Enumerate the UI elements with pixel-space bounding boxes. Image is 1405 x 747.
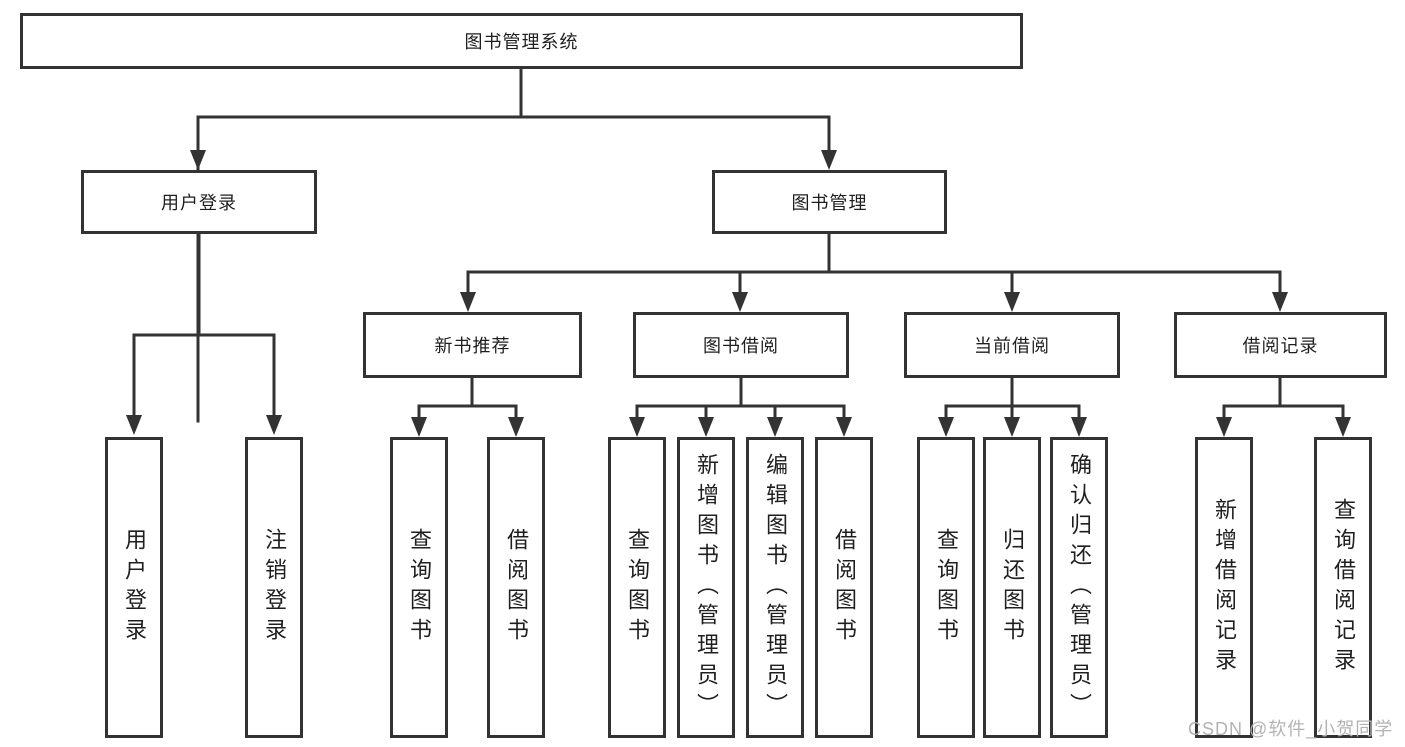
leaf-user-login-label: 用户登录	[122, 527, 147, 648]
leaf-add-borrow-record: 新增借阅记录	[1195, 437, 1253, 738]
node-user-login: 用户登录	[81, 170, 317, 234]
leaf-return-book: 归还图书	[983, 437, 1041, 738]
connector-currentborrow-to-leaves	[944, 376, 1081, 425]
node-book-management: 图书管理	[712, 170, 947, 234]
arrowheads	[126, 150, 1351, 437]
leaf-query-books-recommend-label: 查询图书	[407, 527, 432, 648]
connector-newbook-to-leaves	[417, 376, 518, 425]
leaf-borrow-books: 借阅图书	[815, 437, 873, 738]
leaf-edit-book-admin: 编辑图书（管理员）	[746, 437, 804, 738]
leaf-logout-label: 注销登录	[262, 527, 287, 648]
leaf-query-borrow-record: 查询借阅记录	[1314, 437, 1372, 738]
leaf-user-login: 用户登录	[105, 437, 163, 738]
leaf-confirm-return-admin: 确认归还（管理员）	[1050, 437, 1108, 738]
leaf-query-books-borrow: 查询图书	[608, 437, 666, 738]
leaf-borrow-books-recommend-label: 借阅图书	[504, 527, 529, 648]
leaf-query-books-recommend: 查询图书	[390, 437, 448, 738]
node-borrowing-records: 借阅记录	[1174, 312, 1387, 378]
leaf-add-book-admin: 新增图书（管理员）	[677, 437, 735, 738]
leaf-borrow-books-label: 借阅图书	[832, 527, 857, 648]
node-book-borrowing: 图书借阅	[633, 312, 849, 378]
leaf-confirm-return-admin-label: 确认归还（管理员）	[1067, 452, 1092, 723]
leaf-add-borrow-record-label: 新增借阅记录	[1212, 497, 1237, 678]
node-current-borrowing: 当前借阅	[904, 312, 1120, 378]
leaf-query-books-current-label: 查询图书	[934, 527, 959, 648]
node-library-management-system: 图书管理系统	[20, 13, 1023, 69]
node-new-book-recommendation: 新书推荐	[363, 312, 582, 378]
csdn-watermark: CSDN @软件_小贺同学	[1188, 719, 1394, 739]
leaf-return-book-label: 归还图书	[1000, 527, 1025, 648]
leaf-query-borrow-record-label: 查询借阅记录	[1331, 497, 1356, 678]
leaf-logout: 注销登录	[245, 437, 303, 738]
leaf-edit-book-admin-label: 编辑图书（管理员）	[763, 452, 788, 723]
connector-userlogin-to-leaves	[132, 232, 276, 423]
connector-bookmgmt-to-level3	[466, 232, 1282, 300]
connector-bookborrow-to-leaves	[635, 376, 846, 425]
leaf-add-book-admin-label: 新增图书（管理员）	[694, 452, 719, 723]
connector-records-to-leaves	[1222, 376, 1345, 425]
leaf-query-books-borrow-label: 查询图书	[625, 527, 650, 648]
leaf-query-books-current: 查询图书	[917, 437, 975, 738]
leaf-borrow-books-recommend: 借阅图书	[487, 437, 545, 738]
